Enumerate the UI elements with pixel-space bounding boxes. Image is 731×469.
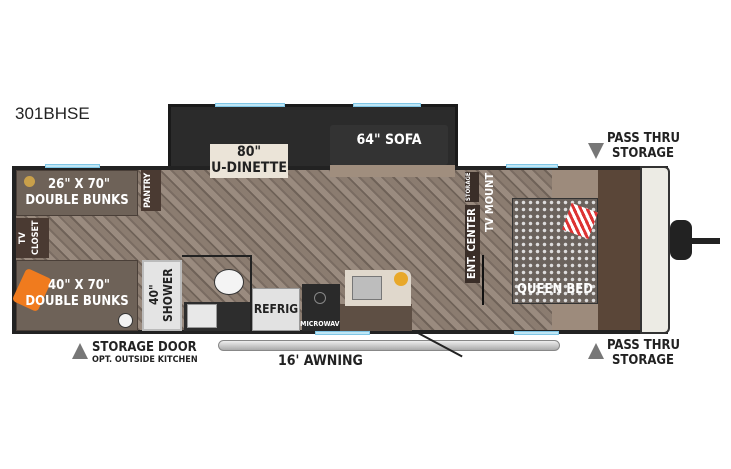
window [215,103,285,107]
stove [302,284,340,331]
sofa-label: 64" SOFA [356,132,422,148]
window [45,164,100,168]
sink-icon [187,304,217,328]
refrig-label: REFRIG [253,302,299,316]
queen-bed-label: QUEEN BED [517,282,593,297]
pass-thru-top-arrow-icon [588,143,604,159]
kitchen-sink-icon [352,276,382,300]
ent-center [465,205,480,283]
tv-closet [16,218,49,258]
top-bunks [16,170,138,216]
nightstand [598,170,640,330]
shower-size: 40" [147,284,161,306]
tv-closet-label-2: CLOSET [31,220,41,256]
microwave-label: MICROWAVE [300,320,344,328]
refrigerator [252,288,300,331]
storage-door-arrow-icon [72,343,88,359]
window [514,331,559,335]
dinette-label: U-DINETTE [211,160,287,176]
storage-door-label: STORAGE DOOR [92,340,197,355]
storage-label: STORAGE [465,172,472,201]
shower [142,260,182,331]
queen-bed [512,198,598,304]
burner-icon [314,292,326,304]
pass-thru-top-label-2: STORAGE [612,146,674,161]
teddy-bear-icon [24,176,35,187]
awning [218,340,560,351]
dinette-table [210,144,288,178]
hitch-tongue [690,238,720,244]
pantry-label: PANTRY [143,172,153,209]
dinette-size: 80" [236,144,262,160]
window [353,103,421,107]
slideout-floor [330,165,455,177]
top-bunks-label: DOUBLE BUNKS [25,193,129,208]
pass-thru-bottom-label-2: STORAGE [612,353,674,368]
tv-mount-label: TV MOUNT [483,172,496,232]
pantry [141,170,161,211]
sofa [330,125,448,165]
pass-thru-top-label-1: PASS THRU [607,131,681,146]
front-cap [640,166,670,334]
top-bunks-size: 26" X 70" [48,177,110,192]
kitchen-counter [340,304,412,331]
pass-thru-bottom-label-1: PASS THRU [607,338,681,353]
outside-kitchen-label: OPT. OUTSIDE KITCHEN [92,355,198,365]
soccer-ball-icon [118,313,133,328]
bottom-bunks-size: 40" X 70" [48,278,110,293]
toilet-icon [214,269,244,295]
shower-label: SHOWER [161,268,175,322]
pass-thru-bottom-arrow-icon [588,343,604,359]
bottom-bunks-label: DOUBLE BUNKS [25,294,129,309]
model-title: 301BHSE [15,104,90,123]
awning-label: 16' AWNING [278,353,363,369]
window [506,164,558,168]
bath-wall [182,255,252,332]
ent-center-label: ENT. CENTER [465,208,478,280]
window [315,331,370,335]
storage [465,172,479,202]
hitch [670,220,692,260]
tv-closet-label-1: TV [18,232,28,244]
tv-mount [482,255,484,305]
food-bowl-icon [394,272,408,286]
